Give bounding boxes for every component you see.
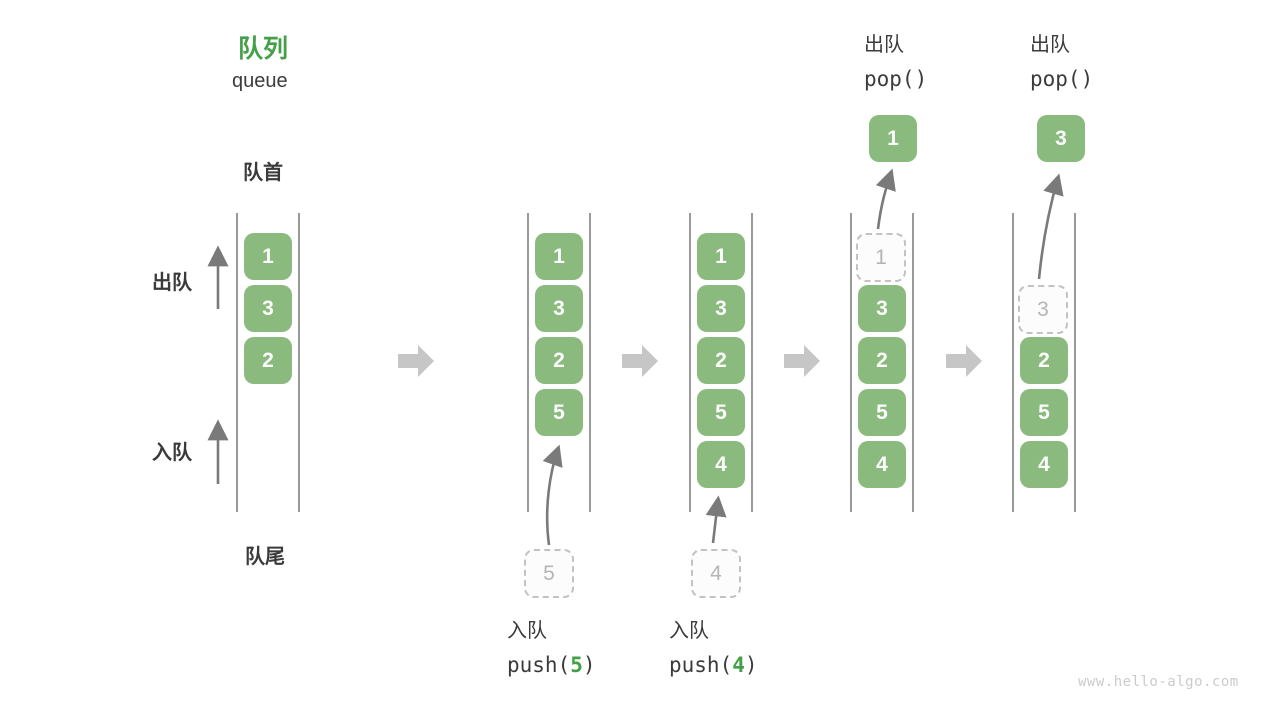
popped-element-1: 1	[869, 115, 917, 162]
operation-arrows	[542, 168, 1064, 546]
pop-operation-label-1: 出队 pop()	[864, 32, 927, 92]
pop-label-zh: 出队	[1030, 34, 1070, 56]
transition-arrow-3	[784, 345, 820, 377]
queue-cell: 5	[697, 389, 745, 436]
queue-cell: 1	[697, 233, 745, 280]
queue-cell: 1	[535, 233, 583, 280]
queue-cell: 3	[244, 285, 292, 332]
queue-cell: 1	[244, 233, 292, 280]
push5-arrow	[542, 444, 563, 546]
queue-cell: 2	[697, 337, 745, 384]
queue-cell: 5	[1020, 389, 1068, 436]
push-operation-label-2: 入队 push(4)	[669, 618, 758, 678]
queue-cell: 4	[697, 441, 745, 488]
queue-cell: 4	[1020, 441, 1068, 488]
queue-cell: 2	[535, 337, 583, 384]
transition-arrow-2	[622, 345, 658, 377]
diagram-title-zh: 队列	[238, 35, 289, 63]
queue-state-2: 1 3 2 5	[528, 213, 590, 512]
label-enqueue-side: 入队	[152, 442, 192, 464]
label-dequeue-side: 出队	[152, 272, 192, 294]
label-queue-rear: 队尾	[245, 546, 285, 568]
transition-arrow-4	[946, 345, 982, 377]
queue-cell: 3	[535, 285, 583, 332]
queue-cell-ghost: 1	[856, 233, 906, 282]
push-arg: 5	[570, 653, 583, 677]
queue-state-3: 1 3 2 5 4	[690, 213, 752, 512]
watermark: www.hello-algo.com	[1078, 674, 1239, 690]
transition-arrow-1	[398, 345, 434, 377]
queue-cell: 2	[858, 337, 906, 384]
queue-state-1: 1 3 2	[237, 213, 299, 512]
push4-arrow	[705, 495, 727, 544]
label-queue-front: 队首	[243, 162, 283, 184]
pop-label-code: pop()	[864, 67, 928, 91]
incoming-element-4: 4	[691, 549, 741, 598]
state-transition-arrows	[398, 345, 982, 377]
push-label-zh: 入队	[669, 620, 709, 642]
push-label-zh: 入队	[507, 620, 547, 642]
queue-cell-ghost: 3	[1018, 285, 1068, 334]
queue-cell: 5	[858, 389, 906, 436]
push-arg: 4	[732, 653, 745, 677]
pop1-arrow	[875, 168, 896, 230]
queue-cell: 2	[244, 337, 292, 384]
diagram-title-en: queue	[232, 70, 288, 92]
pop3-arrow	[1037, 173, 1064, 280]
push-label-code: push(5)	[507, 653, 596, 677]
queue-cell: 3	[697, 285, 745, 332]
queue-cell: 2	[1020, 337, 1068, 384]
queue-cell: 3	[858, 285, 906, 332]
queue-cell: 4	[858, 441, 906, 488]
push-operation-label-1: 入队 push(5)	[507, 618, 596, 678]
push-label-code: push(4)	[669, 653, 758, 677]
queue-walls	[236, 213, 1076, 512]
popped-element-3: 3	[1037, 115, 1085, 162]
incoming-element-5: 5	[524, 549, 574, 598]
pop-label-zh: 出队	[864, 34, 904, 56]
queue-cell: 5	[535, 389, 583, 436]
pop-label-code: pop()	[1030, 67, 1094, 91]
pop-operation-label-2: 出队 pop()	[1030, 32, 1093, 92]
